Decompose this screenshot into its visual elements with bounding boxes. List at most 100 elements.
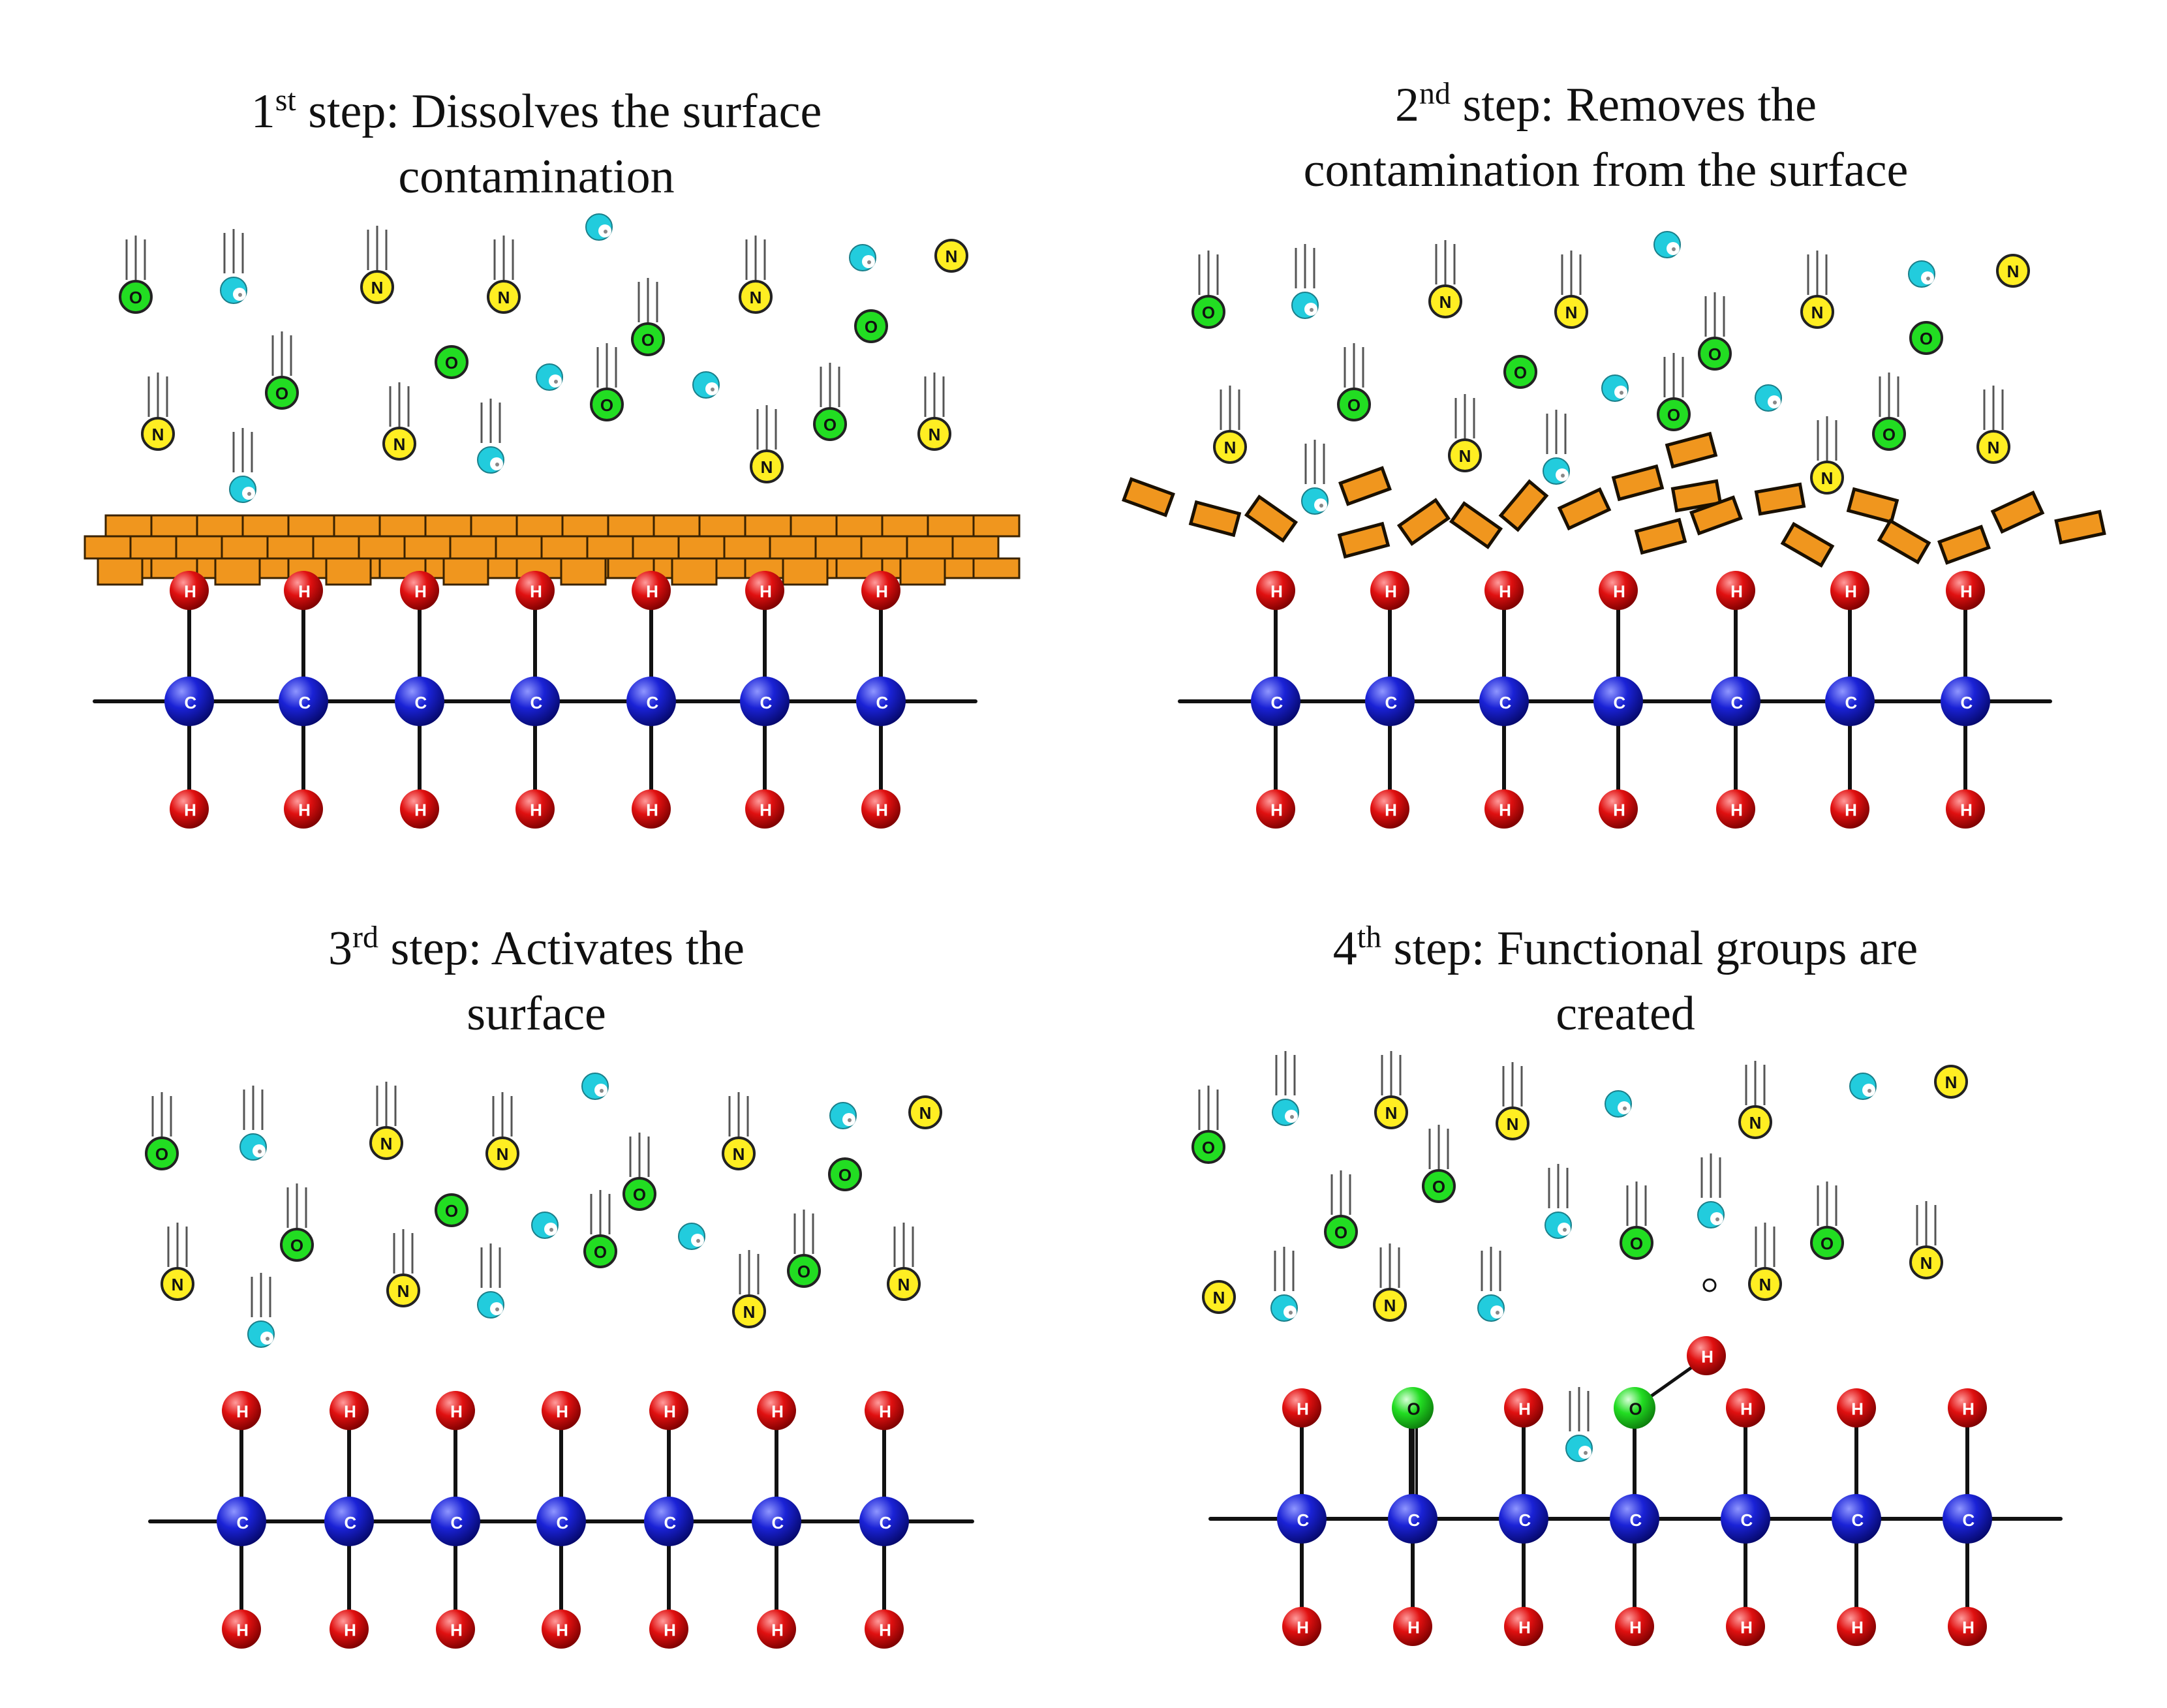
panel-4-chain-hydrogen-bottom-2-label: H (1518, 1618, 1531, 1638)
panel-2-nitrogen-atom-2: N (1428, 284, 1462, 318)
panel-1-chain-hydrogen-bottom-0-label: H (184, 801, 196, 820)
panel-4-radical-dot (1702, 1278, 1717, 1292)
panel-1-electron-21 (229, 476, 256, 503)
panel-3-chain-carbon-5: C (752, 1497, 801, 1546)
panel-1-chain-hydrogen-bottom-3-label: H (530, 801, 542, 820)
panel-1-chain-hydrogen-bottom-6: H (861, 789, 900, 829)
panel-1-contamination-brick-11 (607, 514, 655, 538)
panel-3-chain-hydrogen-top-6: H (865, 1391, 904, 1430)
panel-2-contamination-fragment-7 (1498, 479, 1549, 532)
panel-2-title: 2nd step: Removes the (1395, 76, 1817, 132)
panel-1-contamination-brick-14 (744, 514, 792, 538)
panel-1-chain-carbon-4-label: C (647, 693, 659, 712)
panel-3-chain-hydrogen-bottom-2-label: H (450, 1621, 463, 1640)
panel-3-chain-carbon-6-label: C (880, 1513, 892, 1533)
panel-1-contamination-brick-3 (241, 514, 290, 538)
panel-2-nitrogen-atom-19: N (1810, 461, 1844, 495)
panel-2-oxygen-atom-13-label: O (1667, 405, 1680, 425)
panel-2-title-line1: step: Removes the (1451, 78, 1817, 132)
panel-2-chain-hydrogen-top-1: H (1370, 571, 1409, 610)
panel-1-motion-streaks-13 (596, 343, 617, 388)
panel-4-chain-carbon-1-label: C (1408, 1510, 1421, 1530)
panel-4-chain-hydrogen-bottom-2: H (1504, 1607, 1543, 1646)
panel-3-motion-streaks-5 (728, 1092, 749, 1136)
panel-2-step-suffix: nd (1419, 76, 1451, 111)
panel-1-contamination-brick-36 (814, 535, 863, 560)
panel-3-nitrogen-atom-16: N (161, 1267, 194, 1301)
panel-3-motion-streaks-1 (243, 1086, 264, 1130)
panel-2-motion-streaks-2 (1435, 240, 1456, 284)
panel-4-motion-streaks-11 (1626, 1182, 1647, 1226)
panel-3-chain-carbon-0-label: C (237, 1513, 249, 1533)
panel-1-contamination-brick-29 (495, 535, 543, 560)
panel-1-contamination-brick-64 (560, 557, 607, 586)
panel-1-contamination-brick-61 (214, 557, 261, 586)
panel-4-chain-oxygen-top-3-label: O (1629, 1399, 1642, 1419)
panel-1-contamination-brick-30 (540, 535, 589, 560)
panel-4-chain-hydrogen-bottom-0-label: H (1297, 1618, 1309, 1638)
panel-1-motion-streaks-3 (493, 236, 514, 280)
panel-1-nitrogen-atom-5: N (739, 280, 773, 314)
panel-1-chain-hydrogen-bottom-4: H (632, 789, 671, 829)
panel-4-chain-carbon-4: C (1721, 1494, 1770, 1544)
panel-2-motion-streaks-16 (1220, 386, 1240, 430)
panel-1-contamination-brick-39 (951, 535, 1000, 560)
panel-1-chain-hydrogen-bottom-2: H (400, 789, 439, 829)
panel-1-chain-carbon-0-label: C (185, 693, 197, 712)
panel-3-chain-hydrogen-top-0-label: H (236, 1402, 249, 1422)
panel-1-contamination-brick-34 (723, 535, 771, 560)
panel-3-oxygen-atom-15: O (787, 1254, 821, 1288)
panel-1-motion-streaks-17 (389, 382, 410, 427)
panel-3-nitrogen-atom-3: N (485, 1136, 519, 1170)
panel-1-nitrogen-atom-3-label: N (498, 288, 510, 307)
panel-4-nitrogen-atom-6: N (1738, 1105, 1772, 1139)
panel-3-chain-hydrogen-top-1: H (330, 1391, 369, 1430)
panel-4-chain-carbon-2-label: C (1519, 1510, 1531, 1530)
panel-3-oxygen-atom-0: O (145, 1136, 179, 1170)
panel-3-oxygen-atom-9-label: O (838, 1165, 852, 1185)
panel-4-chain-carbon-6: C (1943, 1494, 1992, 1544)
panel-3-chain-hydrogen-top-2: H (436, 1391, 475, 1430)
panel-2-oxygen-atom-15-label: O (1883, 425, 1896, 444)
panel-2-motion-streaks-3 (1561, 251, 1582, 295)
panel-1-contamination-brick-7 (424, 514, 472, 538)
panel-1-nitrogen-atom-19-label: N (761, 457, 773, 477)
panel-4-chain-hydrogen-bottom-5-label: H (1851, 1618, 1864, 1638)
panel-3-chain-hydrogen-top-5: H (757, 1391, 796, 1430)
panel-1-chain-carbon-2-label: C (415, 693, 427, 712)
panel-2-chain-hydrogen-bottom-5: H (1830, 789, 1869, 829)
panel-1-step-number: 1 (251, 85, 275, 138)
panel-2-motion-streaks-15 (1879, 373, 1899, 417)
panel-1-motion-streaks-2 (367, 226, 388, 270)
panel-2-nitrogen-atom-17-label: N (1459, 446, 1471, 466)
panel-2-chain-hydrogen-bottom-3-label: H (1613, 801, 1625, 820)
panel-1-electron-4 (585, 213, 613, 241)
panel-4-oxygen-atom-11-label: O (1630, 1234, 1643, 1253)
panel-4-motion-streaks-1 (1275, 1051, 1296, 1095)
panel-2-oxygen-atom-10-label: O (1347, 395, 1360, 415)
panel-1-motion-streaks-20 (924, 373, 945, 417)
panel-4-oxygen-atom-9: O (1324, 1215, 1358, 1249)
panel-2-chain-hydrogen-bottom-0-label: H (1270, 801, 1283, 820)
panel-4-nitrogen-atom-18-label: N (1384, 1296, 1396, 1315)
panel-2-electron-6 (1908, 260, 1935, 288)
panel-3-oxygen-atom-0-label: O (155, 1144, 168, 1164)
panel-4-oxygen-atom-0: O (1191, 1130, 1225, 1164)
panel-1-contamination-brick-66 (782, 557, 829, 586)
panel-1-contamination-brick-17 (881, 514, 929, 538)
panel-1-chain-carbon-4: C (626, 677, 676, 726)
panel-3-chain-hydrogen-bottom-5: H (757, 1609, 796, 1649)
panel-2-chain-hydrogen-top-2: H (1484, 571, 1524, 610)
panel-1-contamination-brick-16 (835, 514, 884, 538)
panel-1-contamination-brick-6 (378, 514, 427, 538)
panel-3-motion-streaks-3 (492, 1092, 513, 1136)
panel-2-chain-hydrogen-top-1-label: H (1385, 582, 1397, 602)
panel-2-contamination-fragment-5 (1396, 498, 1451, 546)
panel-1-electron-14 (692, 371, 720, 399)
panel-1-contamination-brick-2 (196, 514, 244, 538)
panel-2-contamination-fragment-0 (1122, 477, 1175, 517)
panel-4-motion-streaks-9 (1330, 1170, 1351, 1215)
panel-2-electron-18 (1543, 457, 1570, 485)
